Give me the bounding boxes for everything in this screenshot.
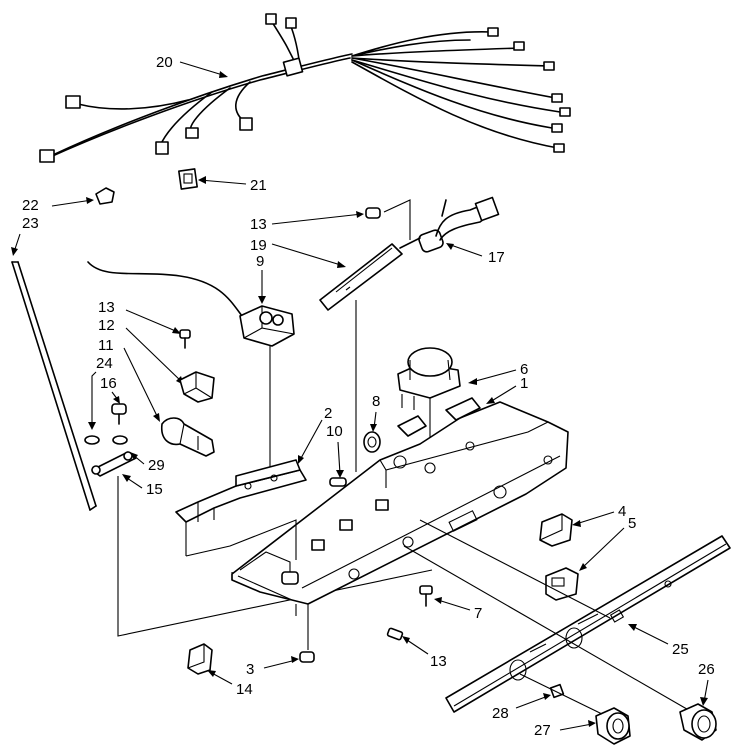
damper-control-part-11[interactable]	[160, 417, 215, 457]
callout-9: 9	[256, 253, 264, 270]
mounting-bracket-part-2[interactable]	[175, 459, 307, 556]
callout-23: 23	[22, 215, 39, 232]
callout-8: 8	[372, 393, 380, 410]
screw-part-10[interactable]	[329, 477, 347, 487]
screw-part-3[interactable]	[299, 651, 315, 663]
callout-15: 15	[146, 481, 163, 498]
switch-part-5[interactable]	[545, 567, 579, 601]
callout-26: 26	[698, 661, 715, 678]
link-part-15[interactable]	[91, 451, 137, 477]
callout-4: 4	[618, 503, 626, 520]
callout-20: 20	[156, 54, 173, 71]
screw-part-13-mid[interactable]	[179, 329, 191, 349]
control-panel-part-25[interactable]	[445, 535, 731, 713]
callout-11: 11	[98, 337, 114, 354]
heater-part-17[interactable]	[418, 196, 500, 253]
callout-10: 10	[326, 423, 343, 440]
screw-part-13-top[interactable]	[365, 207, 381, 219]
callout-17: 17	[488, 249, 505, 266]
wiring-harness-part-20[interactable]	[39, 13, 571, 163]
defrost-timer-part-6[interactable]	[397, 347, 461, 410]
callout-13-bottom: 13	[430, 653, 447, 670]
screw-part-13-bottom[interactable]	[386, 627, 404, 641]
callout-3: 3	[246, 661, 254, 678]
clip-part-22[interactable]	[95, 187, 115, 205]
callout-16: 16	[100, 375, 117, 392]
callout-5: 5	[628, 515, 636, 532]
callout-14: 14	[236, 681, 253, 698]
callout-2: 2	[324, 405, 332, 422]
screw-part-16[interactable]	[111, 403, 127, 425]
knob-part-26[interactable]	[679, 703, 717, 741]
knob-part-27[interactable]	[595, 707, 631, 745]
callout-19: 19	[250, 237, 267, 254]
clip-part-21[interactable]	[178, 168, 198, 190]
bracket-part-12[interactable]	[179, 371, 215, 403]
thermostat-part-9[interactable]	[87, 261, 295, 347]
clip-part-14[interactable]	[187, 643, 213, 675]
callout-22: 22	[22, 197, 39, 214]
callout-6: 6	[520, 361, 528, 378]
washer-part-24[interactable]	[84, 435, 128, 445]
light-socket-part-8[interactable]	[363, 431, 381, 453]
control-rod-part-23[interactable]	[11, 261, 97, 511]
callout-13-mid: 13	[98, 299, 115, 316]
callout-29: 29	[148, 457, 165, 474]
switch-part-4[interactable]	[539, 513, 573, 547]
callout-21: 21	[250, 177, 267, 194]
callout-1: 1	[520, 375, 528, 392]
callout-27: 27	[534, 722, 551, 739]
callout-13-top: 13	[250, 216, 267, 233]
control-housing-part-1[interactable]	[231, 397, 569, 616]
callout-24: 24	[96, 355, 113, 372]
clip-part-28[interactable]	[549, 683, 565, 699]
callout-28: 28	[492, 705, 509, 722]
callout-25: 25	[672, 641, 689, 658]
screw-part-7[interactable]	[419, 585, 433, 607]
callout-7: 7	[474, 605, 482, 622]
callout-12: 12	[98, 317, 115, 334]
sensor-bulb-part-19[interactable]	[319, 237, 421, 311]
